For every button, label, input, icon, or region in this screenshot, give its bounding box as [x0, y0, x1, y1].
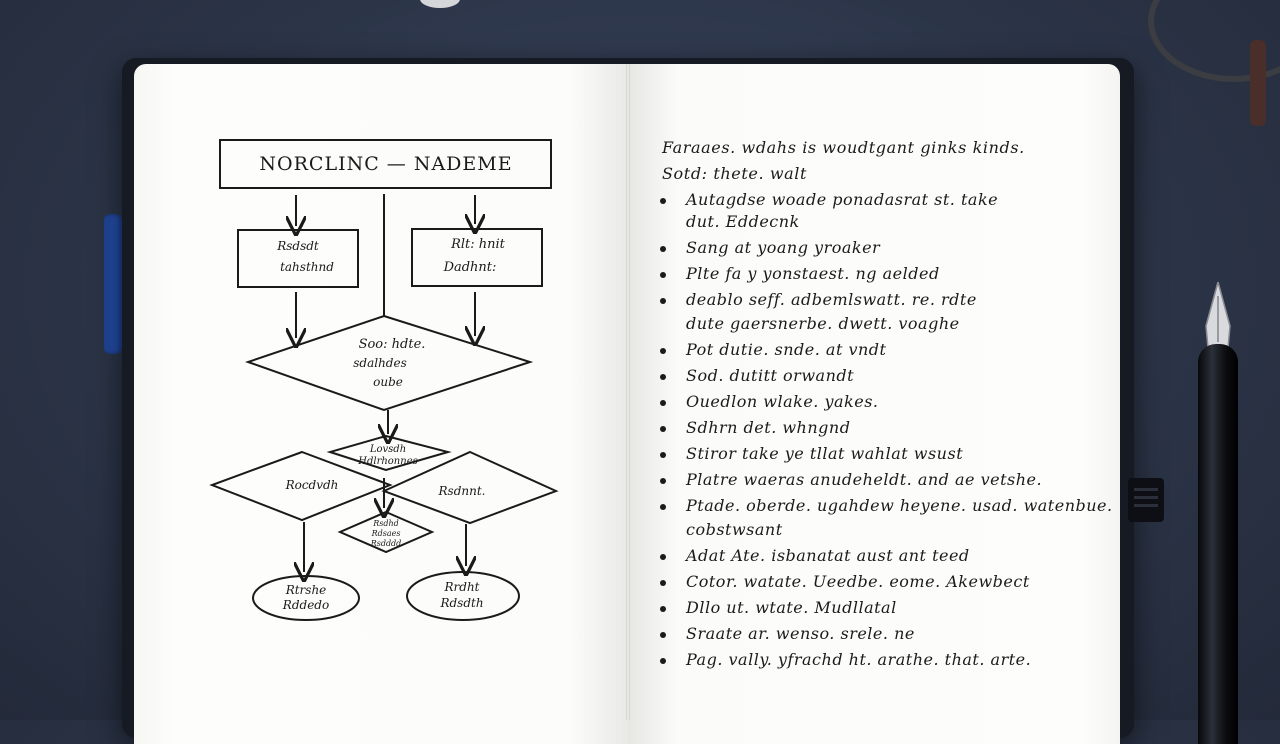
eyeglasses-arm — [1250, 40, 1266, 126]
bullet-dot — [660, 426, 666, 432]
note-line: Sraate ar. wenso. srele. ne — [686, 624, 915, 643]
ellipse-left-line1: Rtrshe — [285, 583, 327, 597]
ellipse-left-line2: Rddedo — [282, 598, 329, 612]
left-page — [134, 64, 628, 744]
note-line: deablo seff. adbemlswatt. re. rdte — [686, 290, 977, 309]
bullet-dot — [660, 580, 666, 586]
note-line: Ptade. oberde. ugahdew heyene. usad. wat… — [686, 496, 1113, 515]
box-right-line1: Rlt: hnit — [450, 237, 506, 252]
diamond-small-line3: Rsdddd — [370, 539, 402, 548]
note-line: Stiror take ye tllat wahlat wsust — [686, 444, 964, 463]
note-line: Ouedlon wlake. yakes. — [686, 392, 879, 411]
note-line-continued: cobstwsant — [686, 520, 783, 539]
diamond-top-line2: Hdlrhonnes — [357, 456, 418, 467]
desk-scene: NORCLINC — NADEME Rsdsdt tahsthnd Rlt: h… — [104, 0, 1280, 744]
bullet-dot — [660, 478, 666, 484]
bullet-dot — [660, 452, 666, 458]
bullet-dot — [660, 504, 666, 510]
note-line: Sdhrn det. whngnd — [686, 418, 851, 437]
notebook-spine — [626, 64, 630, 720]
bullet-dot — [660, 272, 666, 278]
note-line: Platre waeras anudeheldt. and ae vetshe. — [686, 470, 1043, 489]
diamond-main-line3: oube — [373, 375, 403, 389]
box-left-line1: Rsdsdt — [276, 239, 319, 253]
note-line: Cotor. watate. Ueedbe. eome. Akewbect — [686, 572, 1030, 591]
diamond-main-line2: sdalhdes — [353, 356, 407, 370]
bullet-dot — [660, 198, 666, 204]
flowchart: NORCLINC — NADEME Rsdsdt tahsthnd Rlt: h… — [209, 139, 559, 612]
note-line: Sod. dutitt orwandt — [686, 366, 855, 385]
diamond-top-line1: Lovsdh — [369, 444, 406, 455]
note-line-continued: dut. Eddecnk — [686, 212, 800, 231]
bullet-dot — [660, 554, 666, 560]
hand-shadow — [420, 0, 460, 8]
diamond-small-line2: Rdsaes — [371, 529, 401, 538]
flowchart-title: NORCLINC — NADEME — [259, 153, 512, 175]
diamond-main-line1: Soo: hdte. — [359, 337, 426, 352]
decision-diamond-small — [337, 510, 435, 554]
notes-header-line1: Faraaes. wdahs is woudtgant ginks kinds. — [662, 138, 1025, 157]
fountain-pen-body — [1198, 344, 1238, 744]
decision-diamond-right — [381, 450, 559, 525]
diamond-small-line1: Rsdhd — [372, 519, 399, 528]
bullet-dot — [660, 400, 666, 406]
bullet-dot — [660, 246, 666, 252]
diamond-right-label: Rsdnnt. — [438, 484, 486, 498]
decision-diamond-left — [209, 450, 393, 522]
decision-diamond-top — [326, 434, 452, 472]
note-line: Plte fa y yonstaest. ng aelded — [686, 264, 940, 283]
note-line: Pag. vally. yfrachd ht. arathe. that. ar… — [686, 650, 1032, 669]
bullet-dot — [660, 658, 666, 664]
note-line: Autagdse woade ponadasrat st. take — [686, 190, 999, 209]
note-line: Pot dutie. snde. at vndt — [686, 340, 887, 359]
box-right-line2: Dadhnt: — [443, 260, 497, 275]
elastic-band — [1128, 478, 1164, 522]
title-box — [219, 139, 552, 189]
bullet-dot — [660, 606, 666, 612]
bullet-dot — [660, 298, 666, 304]
ellipse-right-line2: Rdsdth — [439, 596, 483, 610]
note-line: Adat Ate. isbanatat aust ant teed — [686, 546, 970, 565]
notes-header-line2: Sotd: thete. walt — [662, 164, 807, 183]
box-left-line2: tahsthnd — [280, 260, 334, 274]
fountain-pen-nib — [1205, 282, 1231, 348]
bullet-dot — [660, 374, 666, 380]
diamond-left-label: Rocdvdh — [285, 478, 339, 492]
ellipse-right-line1: Rrdht — [443, 580, 479, 594]
bookmark-ribbon — [104, 214, 122, 354]
note-line: Dllo ut. wtate. Mudllatal — [686, 598, 897, 617]
bullet-dot — [660, 632, 666, 638]
right-page — [628, 64, 1120, 744]
bullet-dot — [660, 348, 666, 354]
note-line: Sang at yoang yroaker — [686, 238, 881, 257]
note-line-continued: dute gaersnerbe. dwett. voaghe — [686, 314, 960, 333]
